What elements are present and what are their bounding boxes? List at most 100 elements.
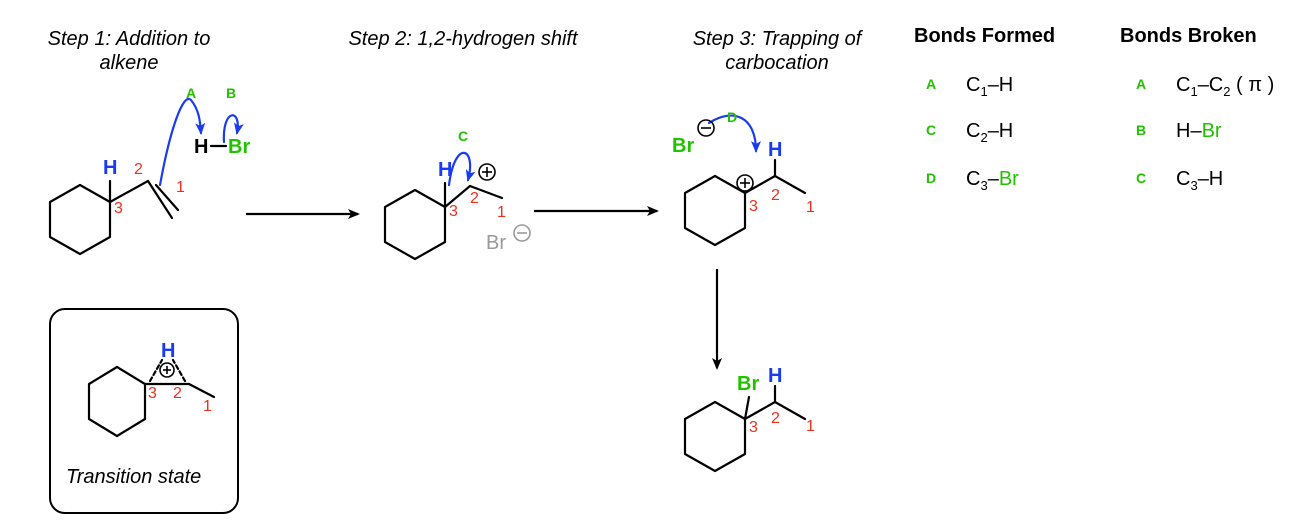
curved-arrow-a xyxy=(158,97,206,187)
bond-text: –C xyxy=(1197,74,1224,96)
bond-subscript: 3 xyxy=(980,178,988,193)
positive-charge-icon xyxy=(159,362,175,378)
positive-charge-icon xyxy=(736,174,754,192)
bond-c2-c1 xyxy=(773,400,807,421)
step1-title-line1: Step 1: Addition to xyxy=(47,28,211,50)
bond-subscript: 2 xyxy=(980,130,988,145)
bonds-formed-row: A C1–H xyxy=(926,74,1013,99)
step3-title-line1: Step 3: Trapping of xyxy=(692,28,862,50)
bond-text: – xyxy=(987,168,999,190)
bond-text: C xyxy=(966,168,981,190)
bond-c3-c2 xyxy=(443,184,472,209)
bond-c2-c1-pi xyxy=(154,183,180,212)
bond-c2-c1 xyxy=(187,382,216,399)
bond-text-bromine: Br xyxy=(998,168,1019,190)
bromine-atom-label: Br xyxy=(672,135,694,157)
hydrogen-atom-label: H xyxy=(194,136,208,158)
carbon-number: 3 xyxy=(749,419,758,436)
carbon-number: 1 xyxy=(497,204,506,221)
bond-text: H– xyxy=(1176,120,1202,142)
bond-subscript: 2 xyxy=(1223,84,1231,99)
curved-arrow-d xyxy=(707,114,761,153)
arrow-label-d: D xyxy=(727,109,737,125)
bromine-atom-label: Br xyxy=(228,136,250,158)
hydrogen-atom-label: H xyxy=(103,157,117,179)
bond-text: –H xyxy=(987,74,1014,96)
carbon-number: 2 xyxy=(771,187,780,204)
carbon-number: 1 xyxy=(806,199,815,216)
bond-label: C xyxy=(1136,170,1147,186)
carbon-number: 3 xyxy=(114,200,123,217)
transition-state-box xyxy=(49,308,239,514)
bonds-broken-row: B H–Br xyxy=(1136,120,1222,143)
bond-text: C xyxy=(1176,168,1191,190)
carbon-number: 1 xyxy=(176,179,185,196)
hydrogen-atom-label: H xyxy=(161,340,175,362)
bond-c2-c1 xyxy=(468,184,504,200)
cyclohexane-ring-1 xyxy=(48,183,112,256)
carbon-number: 1 xyxy=(203,398,212,415)
step1-title: Step 1: Addition to alkene xyxy=(20,27,238,75)
arrow-label-b: B xyxy=(226,85,236,101)
step3-title-line2: carbocation xyxy=(725,52,829,74)
cyclohexane-ring-ts xyxy=(87,365,147,438)
bonds-broken-row: A C1–C2 ( π ) xyxy=(1136,74,1274,99)
step2-title-line1: Step 2: 1,2-hydrogen shift xyxy=(348,28,578,50)
bond-c3-c2 xyxy=(108,179,150,204)
curved-arrow-b xyxy=(222,114,244,144)
bond-c3-br xyxy=(743,395,751,421)
bromine-atom-label: Br xyxy=(737,373,759,395)
bond-text: C xyxy=(1176,74,1191,96)
bond-c2-c1 xyxy=(146,179,174,220)
bond-label: A xyxy=(1136,76,1147,92)
carbon-number: 3 xyxy=(749,198,758,215)
carbon-number: 2 xyxy=(771,410,780,427)
bond-text: C xyxy=(966,120,981,142)
bond-text: –H xyxy=(987,120,1014,142)
positive-charge-icon xyxy=(478,163,496,181)
carbon-number: 2 xyxy=(173,385,182,402)
bond-label: D xyxy=(926,170,937,186)
bonds-formed-heading: Bonds Formed xyxy=(914,25,1056,47)
bond-label: A xyxy=(926,76,937,92)
carbon-number: 3 xyxy=(148,385,157,402)
bond-text: ( π ) xyxy=(1230,74,1275,96)
bonds-formed-row: D C3–Br xyxy=(926,168,1019,193)
bond-label: B xyxy=(1136,122,1147,138)
bond-c3-c2 xyxy=(743,400,777,421)
hydrogen-atom-label: H xyxy=(768,139,782,161)
bond-text-bromine: Br xyxy=(1201,120,1222,142)
cyclohexane-ring-4 xyxy=(683,400,747,473)
arrow-label-c: C xyxy=(458,128,468,144)
bond-text: C xyxy=(966,74,981,96)
step3-title: Step 3: Trapping of carbocation xyxy=(668,27,886,75)
step2-title: Step 2: 1,2-hydrogen shift xyxy=(318,27,608,51)
bond-label: C xyxy=(926,122,937,138)
bond-c2-h-partial xyxy=(171,358,187,383)
arrow-label-a: A xyxy=(186,85,196,101)
carbon-number: 2 xyxy=(470,190,479,207)
step1-title-line2: alkene xyxy=(99,52,159,74)
curved-arrow-c xyxy=(447,151,476,187)
bond-subscript: 1 xyxy=(980,84,988,99)
bond-text: –H xyxy=(1197,168,1224,190)
bromide-counterion-label: Br xyxy=(486,232,506,254)
bond-c2-c1 xyxy=(773,174,807,195)
transition-state-label: Transition state xyxy=(66,466,202,488)
bond-subscript: 1 xyxy=(1190,84,1198,99)
cyclohexane-ring-3 xyxy=(683,174,747,247)
negative-charge-icon xyxy=(513,224,531,242)
cyclohexane-ring-2 xyxy=(383,188,447,261)
carbon-number: 1 xyxy=(806,418,815,435)
negative-charge-icon xyxy=(697,119,715,137)
hydrogen-atom-label: H xyxy=(768,365,782,387)
bond-c3-h-partial xyxy=(148,358,164,383)
hydrogen-atom-label: H xyxy=(438,159,452,181)
bonds-broken-heading: Bonds Broken xyxy=(1120,25,1257,47)
carbon-number: 2 xyxy=(134,161,143,178)
bond-subscript: 3 xyxy=(1190,178,1198,193)
carbon-number: 3 xyxy=(449,203,458,220)
